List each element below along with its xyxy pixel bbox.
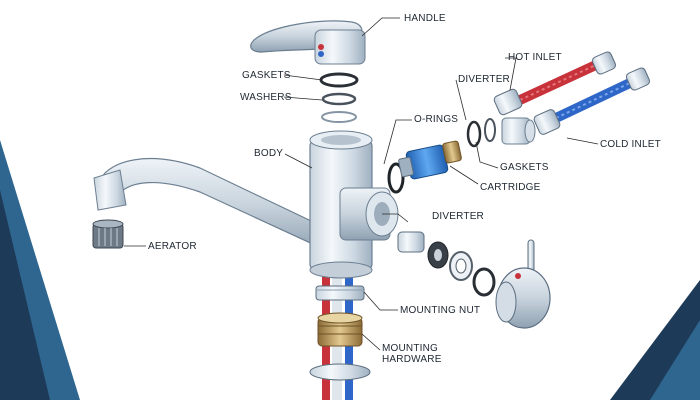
diverter-rings <box>466 117 536 148</box>
side-handle-icon <box>495 239 551 329</box>
label-diverter-mid: DIVERTER <box>432 211 484 222</box>
hot-hose-icon <box>493 51 617 116</box>
decor-right-corner <box>610 280 700 400</box>
o-ring-icon <box>387 162 405 194</box>
label-hot-inlet: HOT INLET <box>508 52 562 63</box>
label-aerator: AERATOR <box>148 241 197 252</box>
cold-hose-icon <box>533 67 651 135</box>
label-mounting-nut: MOUNTING NUT <box>400 305 481 316</box>
leader-lines <box>124 17 599 351</box>
label-gaskets-right: GASKETS <box>500 162 549 173</box>
washer-ring-icon <box>321 92 357 123</box>
label-gaskets-top: GASKETS <box>242 70 291 81</box>
mounting-nut-icon <box>315 285 365 301</box>
label-diverter-top: DIVERTER <box>458 74 510 85</box>
label-body: BODY <box>254 148 284 159</box>
mounting-hardware-icon <box>317 312 363 347</box>
side-valve-parts <box>397 231 496 297</box>
gasket-ring-icon <box>319 72 359 88</box>
aerator-icon <box>92 219 124 249</box>
spout-icon <box>93 158 331 253</box>
cartridge-icon <box>398 140 462 180</box>
label-cold-inlet: COLD INLET <box>600 139 661 150</box>
faucet-handle-icon <box>250 20 366 65</box>
lower-hardware-plate <box>309 363 371 381</box>
label-o-rings: O-RINGS <box>414 114 459 125</box>
label-handle: HANDLE <box>404 13 446 24</box>
decor-left-corner <box>0 140 96 400</box>
label-washers: WASHERS <box>240 92 292 103</box>
label-cartridge: CARTRIDGE <box>480 182 541 193</box>
label-mounting-hardware: MOUNTING HARDWARE <box>382 343 442 365</box>
